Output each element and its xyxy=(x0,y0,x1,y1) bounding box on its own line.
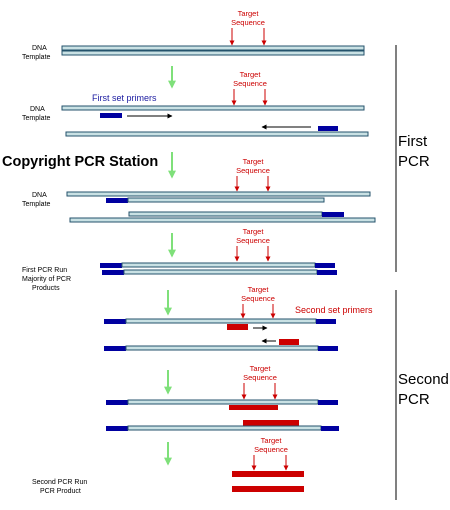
step7-product-bottom xyxy=(232,486,304,492)
step4-primer-right-2 xyxy=(317,270,337,275)
step2-target-line2: Sequence xyxy=(233,79,267,88)
step2-label-line2: Template xyxy=(22,115,51,122)
step1-label-line1: DNA xyxy=(32,45,47,52)
step7-label-line2: PCR Product xyxy=(40,488,81,495)
step1-strand-top xyxy=(61,45,365,51)
step6-target-line1: Target xyxy=(250,364,272,373)
step3-target-line2: Sequence xyxy=(236,166,270,175)
step6-primer-right-2 xyxy=(321,426,339,431)
step5-primer-right-1 xyxy=(316,319,336,324)
step2-target-line1: Target xyxy=(240,70,262,79)
step2-primer-forward xyxy=(100,113,122,118)
step4-label-line1: First PCR Run xyxy=(22,267,67,274)
step5-strand-2 xyxy=(125,345,319,351)
step2-label-line1: DNA xyxy=(30,106,45,113)
step6-primer-left-1 xyxy=(106,400,128,405)
step5-primer-left-1 xyxy=(104,319,126,324)
step6-strand-1 xyxy=(127,399,319,405)
step5-target-line1: Target xyxy=(248,285,270,294)
step3-primer-2 xyxy=(322,212,344,217)
step1-target-line1: Target xyxy=(238,9,260,18)
step1-target-line2: Sequence xyxy=(231,18,265,27)
step1-strand-bottom xyxy=(61,50,365,56)
step7-label-line1: Second PCR Run xyxy=(32,479,87,486)
second-primers-label: Second set primers xyxy=(295,305,373,315)
step3-label-line1: DNA xyxy=(32,192,47,199)
second-pcr-label-line2: PCR xyxy=(398,391,430,408)
step3-strand-2 xyxy=(127,197,325,203)
step4-primer-left-1 xyxy=(100,263,122,268)
step6-target-line2: Sequence xyxy=(243,373,277,382)
step4-primer-left-2 xyxy=(102,270,124,275)
step5-red-primer-reverse xyxy=(279,339,299,345)
step3-label-line2: Template xyxy=(22,201,51,208)
step6-strand-2 xyxy=(127,425,322,431)
step3-strand-1 xyxy=(66,191,371,197)
second-pcr-label-line1: Second xyxy=(398,371,449,388)
step6-primer-right-1 xyxy=(318,400,338,405)
first-pcr-label-line1: First xyxy=(398,133,428,150)
step7-product-top xyxy=(232,471,304,477)
step1-label-line2: Template xyxy=(22,54,51,61)
step3-primer-1 xyxy=(106,198,128,203)
step6-red-product-top xyxy=(229,405,278,410)
copyright-text: Copyright PCR Station xyxy=(2,154,158,170)
step5-target-line2: Sequence xyxy=(241,294,275,303)
step5-red-primer-forward xyxy=(227,324,248,330)
step3-strand-3 xyxy=(128,211,323,217)
step3-target-line1: Target xyxy=(243,157,265,166)
first-pcr-label-line2: PCR xyxy=(398,153,430,170)
step6-primer-left-2 xyxy=(106,426,128,431)
step2-strand-top xyxy=(61,105,365,111)
step7-target-line1: Target xyxy=(261,436,283,445)
first-primers-label: First set primers xyxy=(92,93,157,103)
step4-target-line2: Sequence xyxy=(236,236,270,245)
step2-primer-reverse xyxy=(318,126,338,131)
step7-target-line2: Sequence xyxy=(254,445,288,454)
step4-primer-right-1 xyxy=(315,263,335,268)
step4-target-line1: Target xyxy=(243,227,265,236)
step6-red-product-bottom xyxy=(243,420,299,426)
step4-label-line2: Majority of PCR xyxy=(22,276,71,283)
step5-primer-right-2 xyxy=(318,346,338,351)
step4-strand-1 xyxy=(121,262,316,268)
step5-strand-1 xyxy=(125,318,317,324)
step2-strand-bottom xyxy=(65,131,369,137)
step4-strand-2 xyxy=(123,269,318,275)
step5-primer-left-2 xyxy=(104,346,126,351)
step3-strand-4 xyxy=(69,217,376,223)
step4-label-line3: Products xyxy=(32,285,60,292)
